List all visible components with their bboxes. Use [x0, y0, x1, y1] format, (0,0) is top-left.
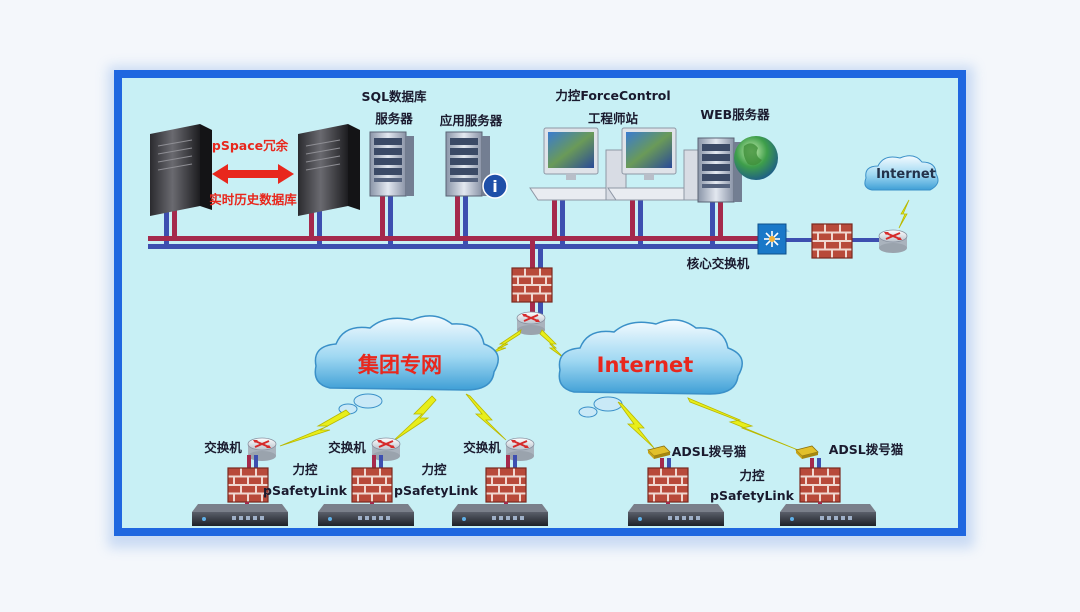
- engineer-label-line2: 工程师站: [588, 111, 639, 126]
- sql-server: [369, 131, 415, 197]
- site1-switch-label: 交换机: [204, 440, 242, 455]
- center-drop-red-2: [530, 302, 535, 314]
- bus-blue-line: [148, 244, 768, 249]
- uplink-bolt: [898, 199, 910, 229]
- site4-adsl-label: ADSL拨号猫: [672, 444, 747, 459]
- bolt-site-3: [465, 393, 507, 441]
- bolt-site-5: [687, 397, 799, 451]
- redundancy-arrow: [212, 164, 294, 184]
- bolt-site-1: [279, 409, 351, 447]
- core-switch: [757, 223, 790, 255]
- history-db-label: 实时历史数据库: [209, 192, 297, 207]
- history-server-left: [149, 123, 213, 217]
- sql-label-line2: 服务器: [375, 111, 413, 126]
- site2-router: [371, 437, 401, 462]
- site3-router: [505, 437, 535, 462]
- internet-cloud-label: Internet: [597, 353, 694, 377]
- bolt-site-4: [617, 401, 655, 449]
- site5-adsl-label: ADSL拨号猫: [829, 442, 904, 457]
- site3-switch-label: 交换机: [463, 440, 501, 455]
- site2-psafety-line2: pSafetyLink: [394, 483, 479, 498]
- site2-gateway: [318, 504, 414, 526]
- site3-gateway: [452, 504, 548, 526]
- site5-firewall: [799, 467, 841, 503]
- backbone-bus: [148, 236, 882, 249]
- server-drops: [164, 196, 723, 246]
- site4-psafety-line2: pSafetyLink: [710, 488, 795, 503]
- center-drop-blue: [538, 248, 543, 270]
- info-icon: i: [482, 173, 508, 199]
- bolt-site-2: [391, 395, 437, 443]
- site4-gateway: [628, 504, 724, 526]
- web-server-label: WEB服务器: [700, 107, 770, 122]
- core-router: [878, 229, 908, 254]
- core-switch-label: 核心交换机: [687, 256, 750, 271]
- site1-gateway: [192, 504, 288, 526]
- globe-icon: [734, 136, 778, 180]
- site4-psafety-line1: 力控: [739, 468, 765, 483]
- site2-psafety-line1: 力控: [421, 462, 447, 477]
- svg-text:i: i: [492, 177, 497, 196]
- sql-label-line1: SQL数据库: [361, 89, 427, 104]
- site4-firewall: [647, 467, 689, 503]
- core-firewall: [811, 223, 853, 259]
- group-net-label: 集团专网: [357, 353, 442, 377]
- history-server-right: [297, 123, 361, 217]
- bolt-to-internet: [539, 329, 565, 359]
- center-drop-red: [530, 240, 535, 270]
- bus-red-line: [148, 236, 768, 241]
- internet-cloud: [558, 319, 743, 418]
- app-server-label: 应用服务器: [440, 113, 503, 128]
- engineer-label-line1: 力控ForceControl: [555, 88, 670, 103]
- site1-router: [247, 437, 277, 462]
- site2-firewall: [351, 467, 393, 503]
- site1-psafety-line1: 力控: [292, 462, 318, 477]
- internet-small-label: Internet: [876, 167, 936, 182]
- site1-psafety-line2: pSafetyLink: [263, 483, 348, 498]
- site5-gateway: [780, 504, 876, 526]
- central-firewall: [511, 267, 553, 303]
- site1-firewall: [227, 467, 269, 503]
- site3-firewall: [485, 467, 527, 503]
- center-drop-blue-2: [538, 302, 543, 314]
- site2-switch-label: 交换机: [328, 440, 366, 455]
- pspace-redundancy-label: pSpace冗余: [212, 138, 289, 153]
- web-server: [697, 137, 743, 203]
- internet-cloud-small: [864, 155, 939, 191]
